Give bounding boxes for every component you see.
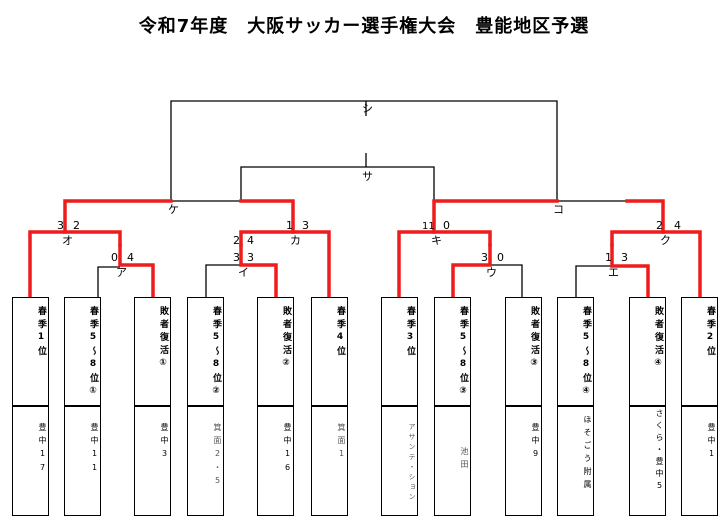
third-place-line (240, 166, 435, 201)
seed-label: 春季2位 (705, 306, 715, 359)
score-ku-left: 2 (656, 219, 663, 232)
seed-box: 春季5〜8位③ (434, 297, 471, 406)
team-label: さくら・豊中5 (655, 409, 664, 494)
match-label-i: イ (238, 266, 249, 279)
winner-path-ke (63, 199, 173, 234)
seed-label: 敗者復活② (281, 306, 291, 372)
score-o-left: 3 (57, 219, 64, 232)
match-label-shi: シ (362, 102, 373, 115)
seed-label: 春季5〜8位④ (581, 306, 591, 400)
team-box: さくら・豊中5 (629, 406, 666, 516)
match-label-ki: キ (431, 234, 442, 247)
seed-box: 敗者復活④ (629, 297, 666, 406)
winner-path-o (28, 230, 122, 299)
bracket-diagram: シ サ ケ コ オ カ キ ク ア イ ウ エ 3 2 1 3 11 0 2 4… (28, 100, 702, 299)
seed-box: 春季5〜8位① (64, 297, 101, 406)
team-label: ほそごう附属 (583, 415, 592, 493)
winner-path-ke-right (239, 199, 295, 234)
team-label: アサンテ・ション (408, 423, 416, 503)
winner-path-ki (397, 230, 492, 299)
match-label-a: ア (116, 266, 127, 279)
team-label: 池田 (460, 447, 469, 473)
score-o-right: 2 (73, 219, 80, 232)
seed-label: 春季5〜8位③ (458, 306, 468, 400)
winner-paths (28, 199, 702, 299)
team-label: 箕面2・5 (213, 423, 222, 490)
seed-label: 春季5〜8位② (211, 306, 221, 400)
score-i-row2: 3 3 (233, 251, 254, 264)
score-ku-right: 4 (674, 219, 681, 232)
seed-box: 敗者復活③ (505, 297, 542, 406)
seed-box: 春季3位 (381, 297, 418, 406)
score-ki-left: 11 (422, 221, 435, 232)
team-label: 豊中16 (283, 423, 292, 477)
team-box: 池田 (434, 406, 471, 516)
team-label: 豊中1 (707, 423, 716, 463)
match-label-ke: ケ (168, 203, 179, 216)
team-box: 豊中16 (257, 406, 294, 516)
team-box: 豊中17 (12, 406, 49, 516)
match-label-ko: コ (553, 203, 564, 216)
score-ki-right: 0 (443, 219, 450, 232)
score-u-left: 3 (481, 251, 488, 264)
team-label: 豊中3 (160, 423, 169, 463)
winner-path-ka (239, 230, 331, 299)
seed-box: 敗者復活② (257, 297, 294, 406)
score-a-left: 0 (111, 251, 118, 264)
team-box: 豊中3 (134, 406, 171, 516)
final-line (170, 100, 558, 201)
score-e-left: 1 (605, 251, 612, 264)
team-box: ほそごう附属 (557, 406, 594, 516)
winner-path-ko-right (625, 199, 665, 234)
score-ka-right: 3 (302, 219, 309, 232)
match-label-u: ウ (486, 266, 497, 279)
seed-label: 敗者復活④ (653, 306, 663, 372)
score-e-right: 3 (621, 251, 628, 264)
seed-box: 敗者復活① (134, 297, 171, 406)
seed-box: 春季5〜8位② (187, 297, 224, 406)
seed-box: 春季1位 (12, 297, 49, 406)
seed-label: 春季1位 (36, 306, 46, 359)
winner-path-u (451, 243, 492, 299)
seed-label: 敗者復活① (158, 306, 168, 372)
match-label-ka: カ (290, 234, 301, 247)
seed-box: 春季2位 (681, 297, 718, 406)
score-i-row1: 2 4 (233, 234, 254, 247)
page-title: 令和7年度 大阪サッカー選手権大会 豊能地区予選 (138, 16, 590, 37)
seed-label: 敗者復活③ (529, 306, 539, 372)
winner-path-e (610, 243, 650, 299)
match-label-ku: ク (660, 234, 671, 247)
winner-path-ko (432, 199, 559, 234)
team-box: 箕面1 (311, 406, 348, 516)
seed-label: 春季5〜8位① (88, 306, 98, 400)
winner-path-ku (610, 230, 702, 299)
team-box: 豊中1 (681, 406, 718, 516)
team-box: アサンテ・ション (381, 406, 418, 516)
winner-path-i (239, 243, 278, 299)
winner-path-a (118, 243, 155, 299)
score-ka-left: 1 (286, 219, 293, 232)
score-a-right: 4 (127, 251, 134, 264)
team-label: 豊中9 (531, 423, 540, 463)
team-box: 豊中11 (64, 406, 101, 516)
seed-label: 春季4位 (335, 306, 345, 359)
seed-box: 春季5〜8位④ (557, 297, 594, 406)
team-box: 豊中9 (505, 406, 542, 516)
match-label-o: オ (62, 234, 73, 247)
match-label-e: エ (608, 266, 619, 279)
seed-label: 春季3位 (405, 306, 415, 359)
team-label: 箕面1 (337, 423, 346, 463)
team-label: 豊中17 (38, 423, 47, 477)
seed-box: 春季4位 (311, 297, 348, 406)
bracket-lines (97, 100, 627, 297)
score-u-right: 0 (497, 251, 504, 264)
team-label: 豊中11 (90, 423, 99, 477)
team-box: 箕面2・5 (187, 406, 224, 516)
match-label-sa: サ (362, 170, 373, 183)
